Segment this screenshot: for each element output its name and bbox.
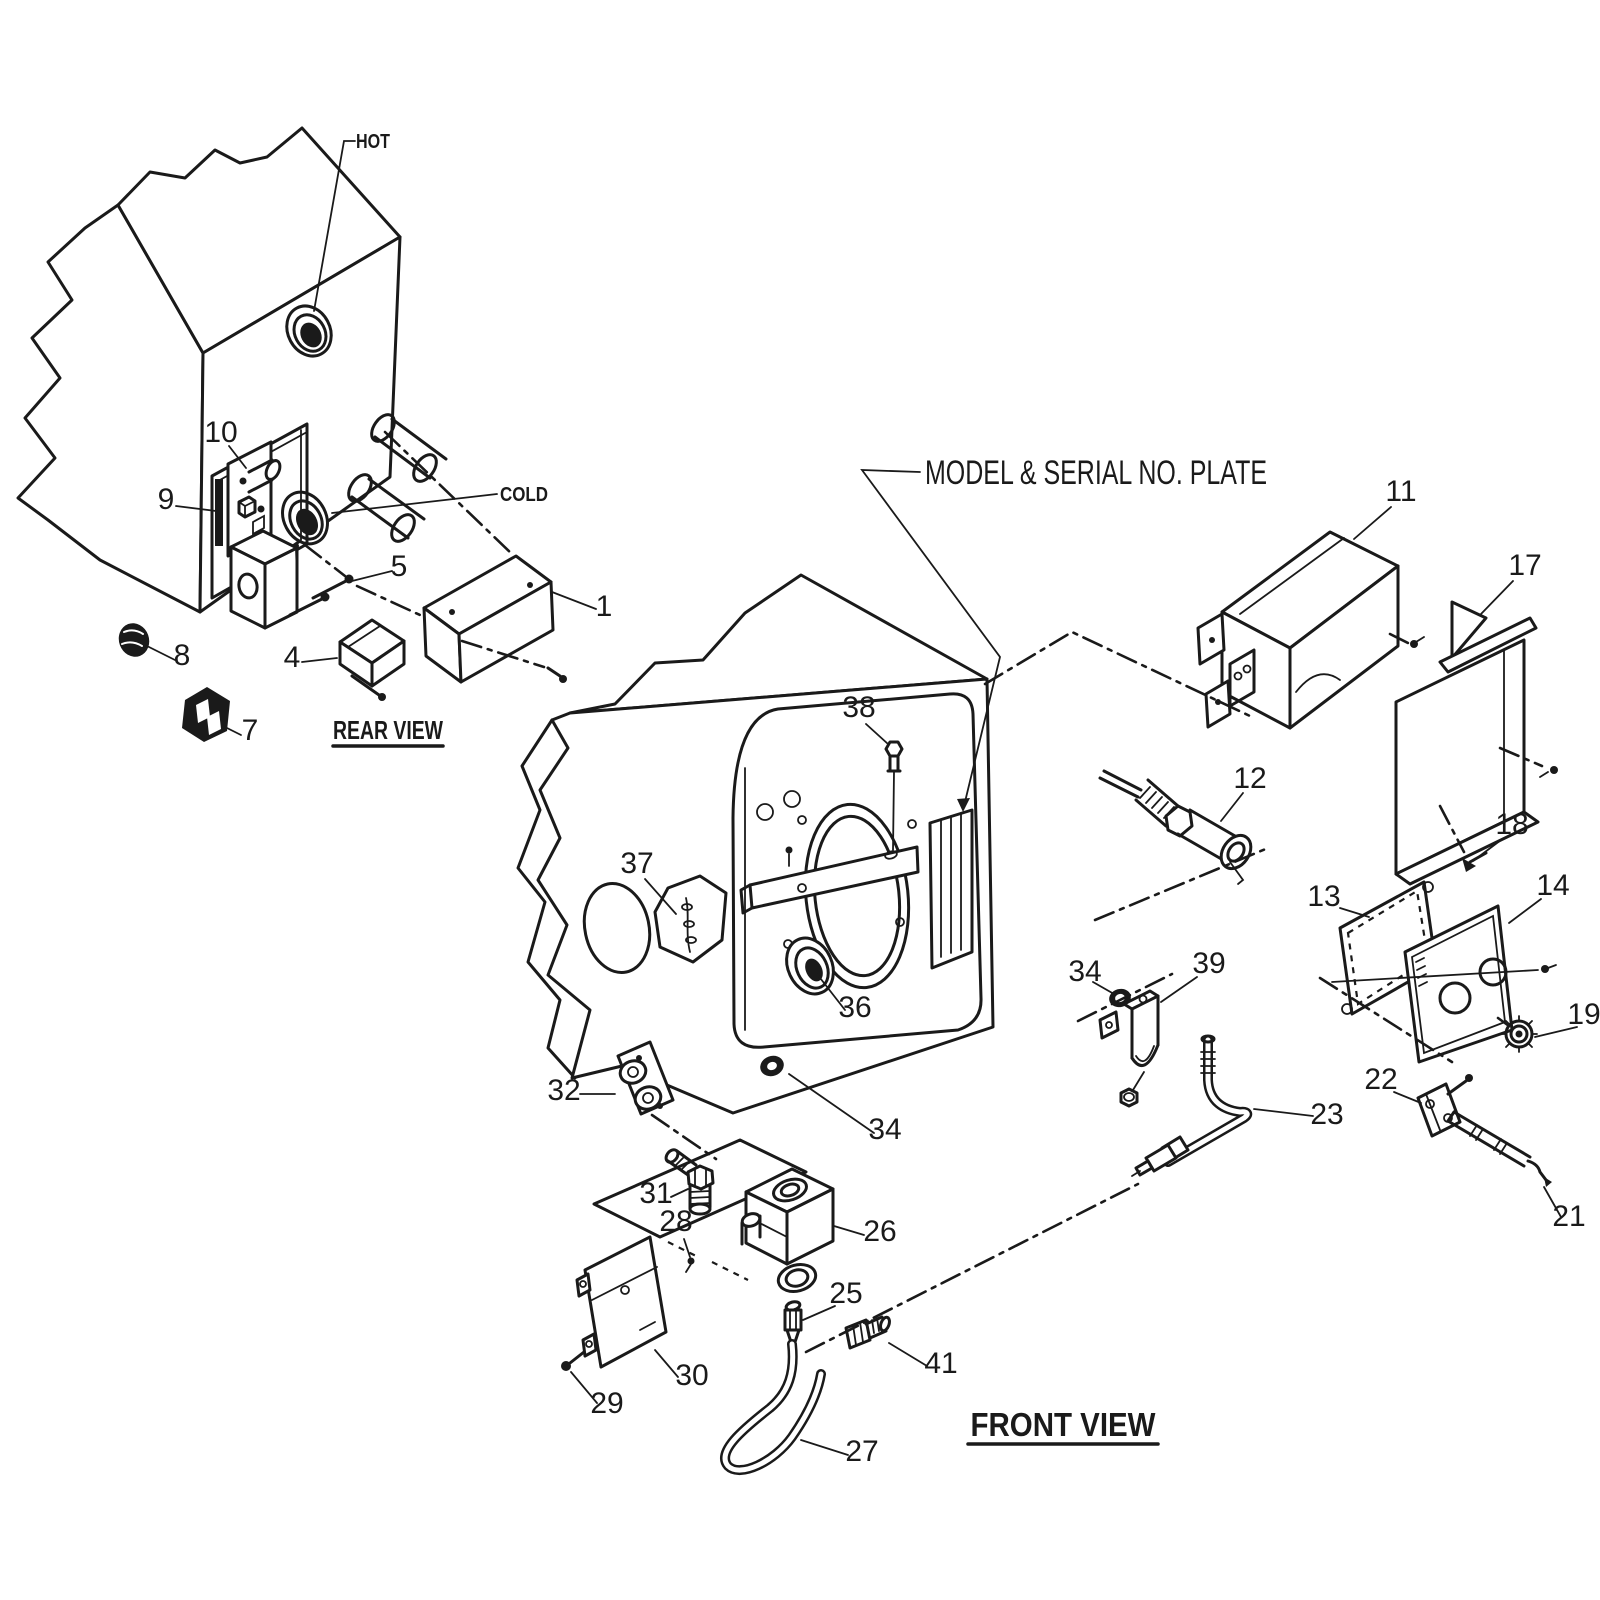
part-12-igniter	[1098, 769, 1253, 885]
part-30-bracket	[575, 1235, 668, 1369]
callout-14: 14	[1536, 869, 1569, 902]
part-32-switch-assembly	[616, 1040, 675, 1116]
part-21-electrode	[1446, 1110, 1552, 1187]
front-leader-lines	[570, 506, 1578, 1456]
callout-22: 22	[1364, 1063, 1397, 1096]
callout-38: 38	[842, 691, 875, 724]
part-29-screw	[561, 1350, 586, 1371]
side-oval-hole	[582, 881, 652, 975]
cold-label: COLD	[500, 484, 548, 506]
hot-water-outlet-port	[285, 304, 333, 358]
callout-7: 7	[242, 714, 259, 747]
callout-26: 26	[863, 1215, 896, 1248]
callout-19: 19	[1567, 998, 1600, 1031]
callout-9: 9	[158, 483, 175, 516]
part-17-panel	[1394, 600, 1558, 886]
hot-leader-line	[313, 140, 356, 312]
part-5-screws	[288, 574, 354, 617]
callout-5: 5	[391, 550, 408, 583]
part-41-fitting	[844, 1315, 891, 1350]
callout-4: 4	[284, 641, 301, 674]
model-serial-label: MODEL & SERIAL NO. PLATE	[925, 454, 1267, 492]
front-axis-lines	[650, 630, 1544, 1354]
combustion-chamber-opening	[731, 692, 983, 1049]
rear-view-title: REAR VIEW	[333, 715, 443, 745]
cold-leader-line	[331, 493, 498, 514]
part-34-grommet-left	[760, 1055, 784, 1077]
callout-36: 36	[838, 991, 871, 1024]
callout-27: 27	[845, 1435, 878, 1468]
callout-29: 29	[590, 1387, 623, 1420]
rear-axis-lines	[303, 430, 546, 669]
model-serial-leader	[860, 469, 1001, 812]
serial-plate	[928, 808, 974, 970]
callout-1: 1	[596, 590, 613, 623]
part-39-bracket	[1098, 989, 1160, 1108]
front-tank-torn-band	[516, 718, 577, 1080]
part-7-switch	[182, 687, 242, 742]
rear-inlet-tubes	[347, 413, 448, 543]
callout-34b: 34	[1068, 955, 1101, 988]
part-31-elbow-fitting	[664, 1148, 715, 1216]
part-1-junction-box	[422, 554, 567, 684]
part-11-burner-housing	[1196, 530, 1425, 730]
part-22-bracket	[1416, 1074, 1473, 1138]
burner-shelf-bracket	[739, 845, 920, 915]
callout-25: 25	[829, 1277, 862, 1310]
callout-28: 28	[659, 1205, 692, 1238]
callout-37: 37	[620, 847, 653, 880]
part-19-knob	[1500, 1015, 1538, 1053]
rear-leader-lines	[175, 445, 597, 663]
callout-30: 30	[675, 1359, 708, 1392]
callout-32: 32	[547, 1074, 580, 1107]
front-view-title: FRONT VIEW	[971, 1406, 1157, 1443]
part-26-gas-valve	[740, 1167, 835, 1293]
callout-12: 12	[1233, 762, 1266, 795]
front-view-assembly: MODEL & SERIAL NO. PLATE 38 37 36 32 34 …	[516, 454, 1600, 1475]
callout-8: 8	[174, 639, 191, 672]
callout-41: 41	[924, 1347, 957, 1380]
part-28-screw	[685, 1257, 695, 1273]
callout-13: 13	[1307, 880, 1340, 913]
callout-18: 18	[1495, 808, 1528, 841]
rear-tank-torn-side	[16, 203, 205, 614]
callout-21: 21	[1552, 1200, 1585, 1233]
part-8-knob	[118, 623, 176, 661]
part-4-bracket	[338, 618, 406, 701]
callout-10: 10	[204, 416, 237, 449]
part-27-tube-loop	[720, 1339, 826, 1475]
part-38-screw	[884, 740, 904, 860]
part-25-fitting	[783, 1300, 803, 1344]
callout-34a: 34	[868, 1113, 901, 1146]
callout-39: 39	[1192, 947, 1225, 980]
hot-label: HOT	[356, 131, 390, 153]
callout-11: 11	[1385, 475, 1416, 508]
burner-flange-ring	[803, 802, 911, 990]
element-access-box	[229, 529, 299, 630]
part-23-burner-tube	[1131, 1034, 1253, 1177]
callout-23: 23	[1310, 1098, 1343, 1131]
callout-17: 17	[1508, 549, 1541, 582]
part-37-thermostat-disc	[653, 874, 728, 964]
callout-31: 31	[639, 1177, 672, 1210]
rear-view-assembly: HOT COLD	[16, 126, 613, 748]
part-10-thermostat	[226, 440, 282, 558]
